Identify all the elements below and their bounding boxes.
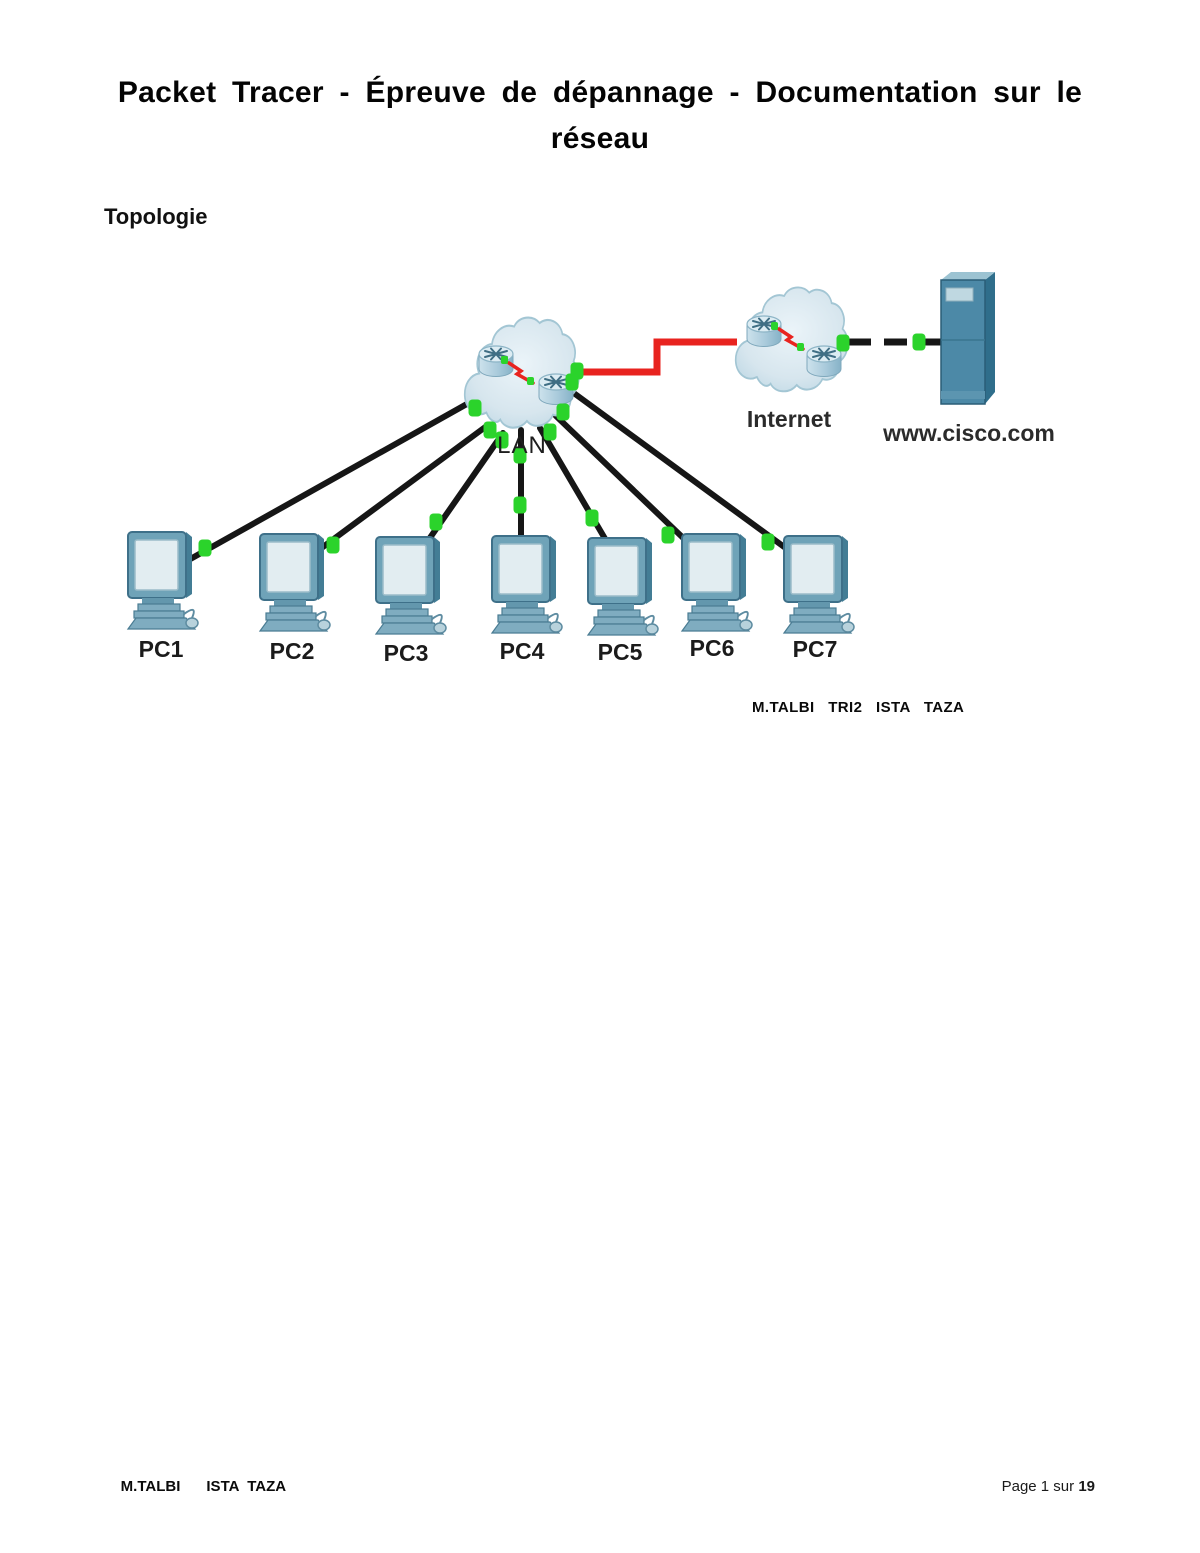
router-icon bbox=[746, 315, 782, 348]
pc7-label: PC7 bbox=[793, 636, 838, 662]
link-status-dot bbox=[585, 509, 599, 527]
pc1-icon bbox=[127, 531, 199, 630]
link-status-dot bbox=[198, 539, 212, 557]
section-heading-topology: Topologie bbox=[104, 204, 208, 229]
link-status-dot bbox=[912, 333, 926, 351]
pc6-label: PC6 bbox=[690, 635, 735, 661]
pc3-label: PC3 bbox=[384, 640, 429, 666]
link-status-dot bbox=[483, 421, 497, 439]
pc2-label: PC2 bbox=[270, 638, 315, 664]
link-status-dot bbox=[468, 399, 482, 417]
link-status-dot bbox=[543, 423, 557, 441]
network-topology-diagram: LAN Internet www.cisco.com PC1 PC2 PC3 P… bbox=[127, 272, 1055, 666]
link-status-dot bbox=[761, 533, 775, 551]
link-status-dot bbox=[429, 513, 443, 531]
serial-link-lan-internet bbox=[577, 338, 737, 376]
internet-cloud bbox=[734, 286, 849, 393]
link-status-dot bbox=[513, 496, 527, 514]
server-icon bbox=[940, 272, 995, 405]
footer-page-label: Page 1 sur bbox=[1001, 1478, 1079, 1495]
ethernet-link-pc3 bbox=[415, 430, 506, 558]
page-title-line2: réseau bbox=[550, 122, 650, 155]
ethernet-links bbox=[182, 388, 805, 565]
footer-author: M.TALBI ISTA TAZA bbox=[104, 1461, 286, 1512]
link-status-dot bbox=[565, 373, 579, 391]
pc5-icon bbox=[587, 537, 659, 636]
ethernet-link-pc1 bbox=[182, 397, 477, 565]
link-status-dot bbox=[326, 536, 340, 554]
internet-label: Internet bbox=[747, 406, 832, 432]
server-label: www.cisco.com bbox=[882, 420, 1055, 446]
ethernet-link-pc7 bbox=[568, 388, 805, 563]
link-status-dot bbox=[556, 403, 570, 421]
pc7-icon bbox=[783, 535, 855, 634]
link-status-dot bbox=[513, 446, 527, 464]
pc4-icon bbox=[491, 535, 563, 634]
pc6-icon bbox=[681, 533, 753, 632]
link-status-dots bbox=[198, 333, 926, 557]
link-status-dot bbox=[771, 322, 778, 330]
link-status-dot bbox=[836, 334, 850, 352]
footer-author-name: M.TALBI bbox=[120, 1478, 181, 1495]
footer-page-total: 19 bbox=[1078, 1478, 1095, 1495]
link-status-dot bbox=[661, 526, 675, 544]
link-status-dot bbox=[501, 356, 508, 364]
footer-page-indicator: Page 1 sur 19 bbox=[985, 1461, 1095, 1512]
link-status-dot bbox=[527, 377, 534, 385]
author-note: M.TALBI TRI2 ISTA TAZA bbox=[752, 699, 965, 716]
pc-icons bbox=[127, 531, 855, 636]
footer-org: ISTA TAZA bbox=[206, 1478, 287, 1495]
ethernet-link-pc5 bbox=[537, 425, 617, 557]
link-status-dot bbox=[495, 431, 509, 449]
page-title: Packet Tracer - Épreuve de dépannage - D… bbox=[70, 70, 1130, 162]
lan-cloud bbox=[463, 316, 580, 429]
pc2-icon bbox=[259, 533, 331, 632]
ethernet-link-pc6 bbox=[553, 413, 705, 559]
pc1-label: PC1 bbox=[139, 636, 184, 662]
link-status-dot bbox=[797, 343, 804, 351]
pc3-icon bbox=[375, 536, 447, 635]
pc5-label: PC5 bbox=[598, 639, 643, 665]
pc4-label: PC4 bbox=[500, 638, 545, 664]
lan-label: LAN bbox=[497, 432, 547, 459]
ethernet-link-pc2 bbox=[305, 422, 491, 561]
router-icon bbox=[806, 345, 842, 378]
page-title-line1: Packet Tracer - Épreuve de dépannage - D… bbox=[117, 76, 1083, 109]
